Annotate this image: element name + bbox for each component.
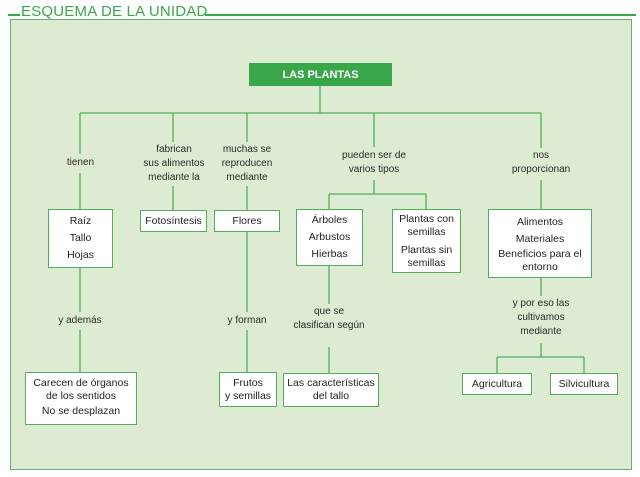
label-line: reproducen: [221, 158, 273, 169]
box-item: Materiales: [515, 232, 565, 245]
box-item: Tallo: [69, 232, 92, 244]
section-title: ESQUEMA DE LA UNIDAD: [21, 2, 210, 22]
box-item: Plantas sin semillas: [400, 243, 453, 269]
box-item: del tallo: [312, 390, 350, 402]
label-line: mediante: [226, 172, 268, 183]
label-reproducen: muchas se reproducen mediante: [215, 143, 279, 185]
title-rule-left: [8, 14, 20, 16]
root-node: LAS PLANTAS: [249, 63, 392, 86]
box-item: Alimentos: [516, 215, 564, 228]
box-carecen: Carecen de órganos de los sentidos No se…: [25, 372, 137, 425]
box-item: Beneficios para el entorno: [498, 247, 582, 273]
label-line: cultivamos: [517, 312, 565, 323]
label-line: pueden ser de: [342, 150, 406, 161]
box-frutos: Frutos y semillas: [219, 372, 277, 407]
box-agricultura: Agricultura: [462, 373, 532, 395]
box-item: Árboles: [311, 214, 348, 226]
label-line: y por eso las: [512, 298, 570, 309]
label-fabrican: fabrican sus alimentos mediante la: [139, 143, 209, 185]
box-item: Hierbas: [311, 248, 348, 260]
box-aportes: Alimentos Materiales Beneficios para el …: [488, 209, 592, 278]
label-pueden: pueden ser de varios tipos: [334, 149, 414, 177]
box-tipos: Árboles Arbustos Hierbas: [296, 209, 363, 266]
label-line: proporcionan: [511, 164, 571, 175]
box-silvicultura: Silvicultura: [550, 373, 618, 395]
box-item: Hojas: [67, 249, 94, 261]
box-partes: Raíz Tallo Hojas: [48, 209, 113, 268]
title-rule-right: [205, 14, 636, 16]
box-item: Raíz: [69, 215, 92, 227]
label-tienen: tienen: [58, 156, 103, 170]
box-caracteristicas: Las características del tallo: [283, 373, 379, 407]
label-line: varios tipos: [348, 164, 400, 175]
label-line: clasifican según: [293, 320, 365, 331]
label-clasifican: que se clasifican según: [290, 305, 368, 333]
label-line: mediante: [520, 326, 562, 337]
box-item: Arbustos: [308, 231, 351, 243]
label-proporcionan: nos proporcionan: [504, 149, 578, 177]
label-forman: y forman: [221, 314, 273, 328]
box-flores: Flores: [214, 210, 280, 232]
label-line: muchas se: [222, 144, 272, 155]
label-line: fabrican: [156, 144, 192, 155]
label-line: que se: [313, 306, 345, 317]
label-line: sus alimentos: [143, 158, 205, 169]
box-item: Plantas con semillas: [399, 212, 454, 238]
box-item: Frutos: [233, 376, 263, 389]
box-item: Carecen de órganos de los sentidos: [33, 377, 129, 402]
label-line: mediante la: [148, 172, 200, 183]
box-fotosintesis: Fotosíntesis: [140, 210, 207, 232]
label-cultivamos: y por eso las cultivamos mediante: [497, 297, 585, 339]
box-item: No se desplazan: [41, 405, 121, 417]
label-line: nos: [532, 150, 550, 161]
box-item: Las características: [287, 377, 375, 389]
box-item: y semillas: [224, 389, 272, 402]
box-semillas: Plantas con semillas Plantas sin semilla…: [392, 209, 461, 273]
label-ademas: y además: [52, 314, 108, 328]
